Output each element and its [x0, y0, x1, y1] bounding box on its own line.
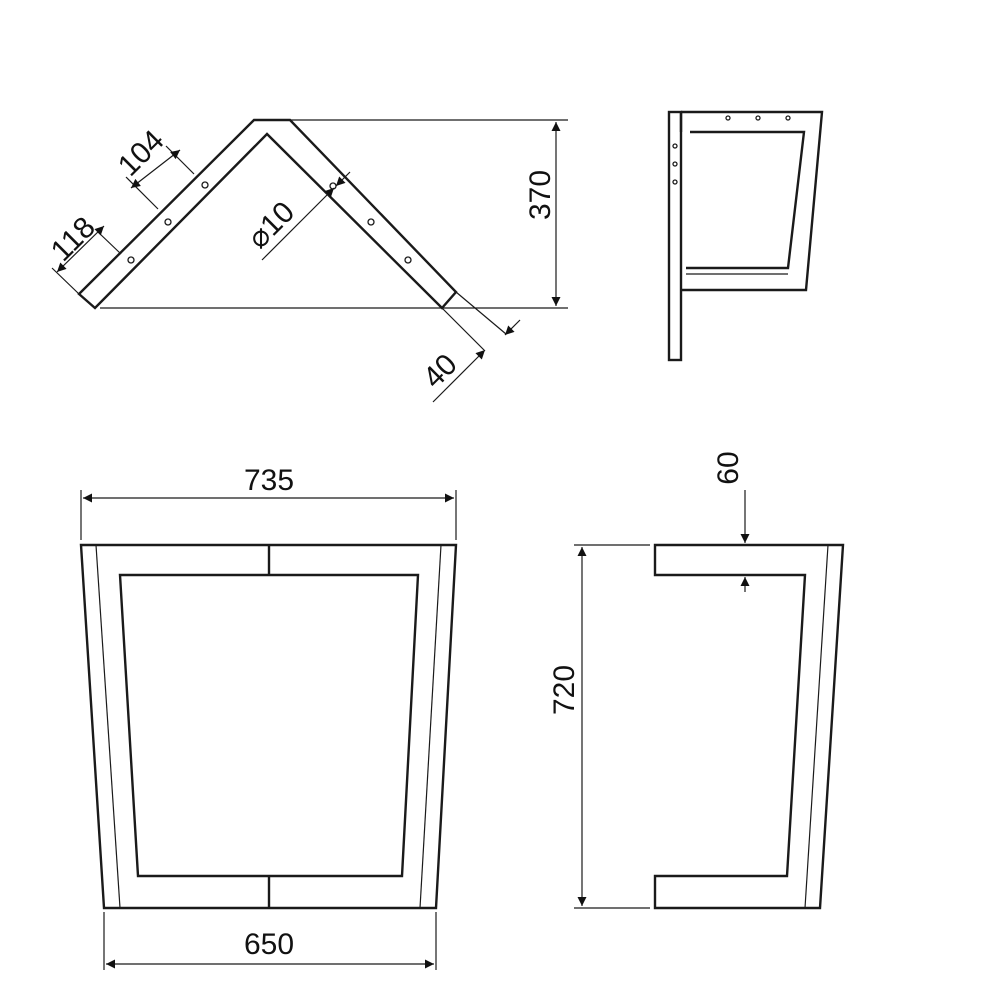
mounting-hole: [785, 115, 791, 121]
dimension-label: 735: [244, 464, 294, 497]
mounting-hole: [127, 256, 135, 264]
dimension-104: 104: [112, 124, 195, 210]
mounting-hole: [755, 115, 761, 121]
dimension-label: 60: [712, 451, 745, 484]
dimension-label: 720: [548, 665, 581, 715]
dimension-735: 735: [80, 464, 457, 540]
mounting-hole: [672, 161, 678, 167]
mounting-hole: [672, 143, 678, 149]
dimension-label: 40: [417, 348, 464, 395]
dimension-60: 60: [712, 451, 750, 592]
dimension-label: 118: [45, 211, 102, 268]
dimension-diameter-10: ⌀10: [241, 171, 351, 261]
dimension-label: 650: [244, 928, 294, 961]
dimension-118: 118: [45, 211, 122, 295]
side-view-large: [653, 543, 845, 910]
dimension-650: 650: [103, 912, 437, 970]
dimension-label: ⌀10: [241, 195, 301, 255]
mounting-hole: [329, 182, 337, 190]
mounting-hole: [367, 218, 375, 226]
dimension-720: 720: [548, 544, 650, 909]
dimension-label: 104: [112, 124, 171, 183]
dimension-label: 370: [524, 170, 557, 220]
mounting-hole: [672, 179, 678, 185]
mounting-hole: [201, 181, 209, 189]
mounting-hole: [404, 256, 412, 264]
dimension-370: 370: [100, 119, 568, 309]
side-view-small: [667, 110, 824, 362]
front-view-frame: [79, 543, 458, 910]
mounting-hole: [164, 218, 172, 226]
mounting-hole: [725, 115, 731, 121]
